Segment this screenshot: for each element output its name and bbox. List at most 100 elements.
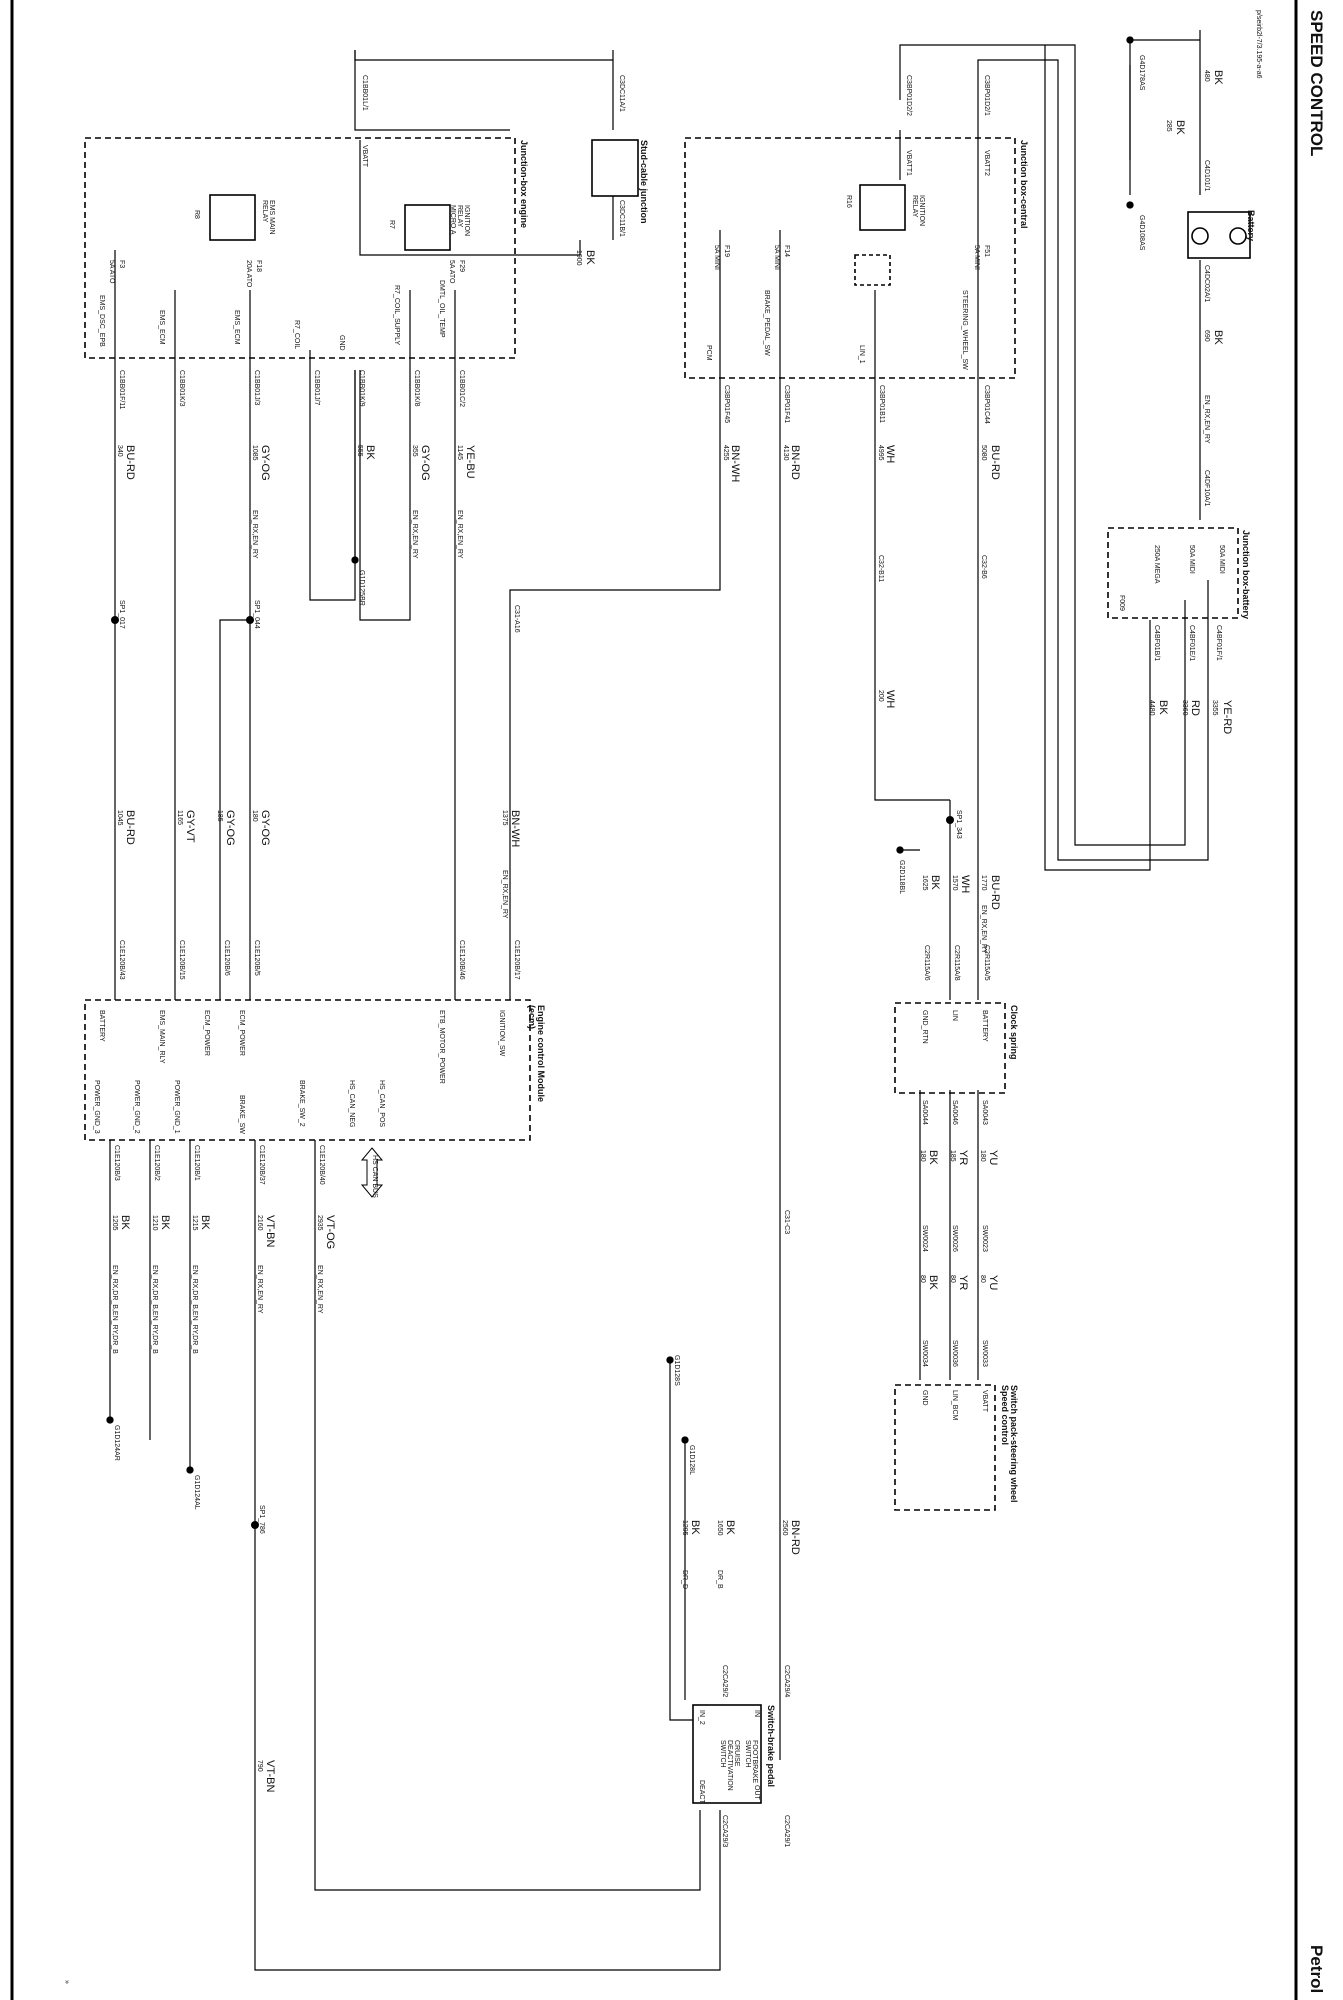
wire-vt-og: [314, 1140, 701, 1891]
pin-label: C1BB01K/9: [358, 370, 365, 407]
wire-color: BK: [927, 1150, 939, 1165]
harness-label: EN_RX,EN_RY: [256, 1265, 263, 1314]
pin-label: C1BB01K/8: [413, 370, 420, 407]
wire-gauge: 1375: [501, 810, 508, 826]
output-label: DMTL_OIL_TEMP: [438, 280, 445, 338]
ground-dot-4: [896, 846, 904, 854]
harness-label: DR_D: [681, 1570, 688, 1590]
wire-color: WH: [884, 690, 896, 709]
pin-label: C1E120B/46: [458, 940, 465, 980]
wire-gauge: 80: [919, 1275, 926, 1283]
wire-gauge: 285: [1165, 120, 1172, 132]
wire-bk-4480: [1044, 45, 1151, 871]
wire-gauge: 1570: [951, 875, 958, 891]
wire-gauge: 340: [116, 445, 123, 457]
jb-battery-title: Junction box-battery: [1241, 530, 1251, 620]
ground-label: G4D178AS: [1138, 55, 1145, 91]
ecm-pin: POWER_GND_1: [173, 1080, 180, 1134]
wire-color: BK: [724, 1520, 736, 1535]
switch-label: FOOTBRAKE SWITCH: [744, 1740, 758, 1784]
pin-label: SW0036: [951, 1340, 958, 1367]
wire-color: RD: [1189, 700, 1201, 716]
wire-gauge: 1295: [681, 1520, 688, 1536]
page-variant: Petrol: [1307, 1945, 1326, 1994]
fuse-rating: 5A ATO: [108, 260, 115, 284]
pin-label: C1BB01L/1: [361, 75, 368, 111]
clock-spring-title: Clock spring: [1009, 1005, 1019, 1060]
pin-label: SW0026: [951, 1225, 958, 1252]
ecm-pin: POWER_GND_2: [133, 1080, 140, 1134]
fuse-id: F18: [255, 260, 262, 273]
jb-central-box: [684, 137, 1016, 379]
ecm-pin: ECM_POWER: [238, 1010, 245, 1056]
wire-color: BU-RD: [124, 445, 136, 480]
wire-gauge: 1145: [456, 445, 463, 461]
ecm-pin: EMS_MAIN_RLY: [158, 1010, 165, 1064]
wire-gauge: 1165: [176, 810, 183, 826]
fuse-rating: 5A MINI: [973, 245, 980, 270]
pin-label: C1BB01J/7: [313, 370, 320, 406]
switch-pin: IN: [753, 1710, 760, 1717]
wire-gy-og-355: [359, 290, 411, 621]
wire-gauge: 5080: [980, 445, 987, 461]
relay-label: IGNITION RELAY MICRO A: [449, 205, 470, 237]
splices: [111, 616, 954, 1529]
wire-gauge: 690: [1203, 330, 1210, 342]
fuse-label: 250A MEGA: [1153, 545, 1160, 584]
ecm-pin: BRAKE_SW: [238, 1095, 245, 1134]
wire-gauge: 1045: [116, 810, 123, 826]
wire-gauge: 3360: [1181, 700, 1188, 716]
wire-color: BK: [929, 875, 941, 890]
fuse-id: F19: [723, 245, 730, 258]
harness-label: EN_RX,DR_B,EN_RY,DR_B: [151, 1265, 158, 1354]
can-bus-arrow: [360, 1147, 384, 1198]
output-label: EMS_DSC_EPB: [98, 295, 105, 347]
ecm-title: Engine control Module (ecm): [527, 1005, 546, 1102]
solid-components: [209, 139, 1251, 1804]
wire-gauge: 4480: [1148, 700, 1155, 716]
wire-color: BK: [1174, 120, 1186, 135]
wire-color: VT-OG: [324, 1215, 336, 1250]
jb-engine-box: [84, 137, 516, 359]
pin-label: C2CA29/3: [721, 1815, 728, 1848]
pin-label: C1BB01K/3: [178, 370, 185, 407]
wire-gauge: 2560: [781, 1520, 788, 1536]
wire-color: BK: [927, 1275, 939, 1290]
switch-pin: IN_2: [698, 1710, 705, 1725]
ground-label: G1D125BR: [358, 570, 365, 606]
wire-gauge: 355: [411, 445, 418, 457]
pin-label: C3BP01F45: [723, 385, 730, 424]
ground-symbols: [106, 36, 1134, 1474]
wire-color: VT-BN: [264, 1215, 276, 1248]
wire-gauge: 480: [1203, 70, 1210, 82]
fuse-rating: 5A MINI: [773, 245, 780, 270]
wire-color: GY-VT: [184, 810, 196, 843]
pin-label: C4DC02A/1: [1203, 265, 1210, 303]
sp-pin: GND: [921, 1390, 928, 1406]
output-label: STEERING_WHEEL_SW: [961, 290, 968, 370]
pin-label: C1E120B/37: [258, 1145, 265, 1185]
harness-label: EN_RX,EN_RY: [456, 510, 463, 559]
splice-sp1-017: [111, 616, 119, 624]
pin-label: C2R115A/6: [923, 945, 930, 981]
fuse-label: F009: [1118, 595, 1125, 611]
wire-bk-gnd-1: [669, 1360, 700, 1721]
ecm-pin: ECM_POWER: [203, 1010, 210, 1056]
harness-label: C31-A16: [513, 605, 520, 633]
cs-pin: LIN: [951, 1010, 958, 1021]
wire-color: BK: [119, 1215, 131, 1230]
wires: [109, 30, 1209, 1971]
wire-gauge: 1205: [111, 1215, 118, 1231]
wire-color: GY-OG: [419, 445, 431, 481]
ground-dot-5: [106, 1416, 114, 1424]
harness-label: EN_RX,EN_RY: [316, 1265, 323, 1314]
jb-central-title: Junction box-central: [1019, 140, 1029, 229]
switch-pack-box: [894, 1384, 996, 1511]
output-label: R7_COIL_SUPPLY: [393, 285, 400, 346]
ground-label: G1D128L: [688, 1445, 695, 1475]
pin-label: SA0043: [981, 1100, 988, 1125]
wire-color: BK: [1212, 70, 1224, 85]
switch-pack-title: Switch pack-steering wheel Speed control: [1000, 1385, 1019, 1503]
wire-gauge: 80: [979, 1275, 986, 1283]
pin-label: C3DC11A/1: [618, 75, 625, 112]
